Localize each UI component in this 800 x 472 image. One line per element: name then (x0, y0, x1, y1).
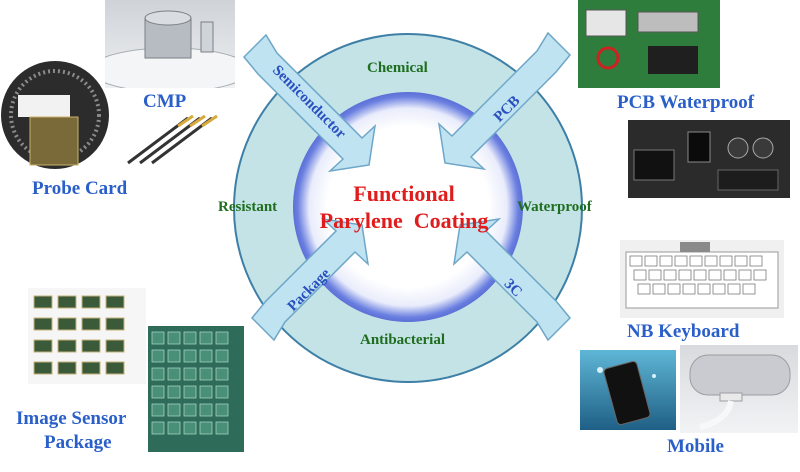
caption-image-sensor-line1: Image Sensor (16, 408, 127, 429)
center-title: Functional Parylene Coating (300, 180, 508, 234)
keyboard-photo (620, 240, 784, 318)
keyboard-illustration (625, 242, 779, 309)
probe-needles-illustration (127, 114, 218, 165)
caption-probe-card: Probe Card (32, 178, 128, 199)
phone-cable-illustration (689, 354, 791, 430)
arrow-3c (452, 217, 572, 342)
probe-card-illustration (1, 61, 109, 169)
center-title-line2: Parylene Coating (319, 208, 489, 233)
pcb-board-illustration (585, 9, 699, 74)
caption-cmp: CMP (143, 91, 187, 112)
sensor-tray-illustration (151, 331, 229, 435)
image-sensor-photo-1 (28, 288, 146, 384)
arrow-semiconductor (242, 33, 377, 173)
probe-needles-photo (118, 108, 230, 168)
caption-nb-keyboard: NB Keyboard (627, 321, 740, 342)
cmp-machine-illustration (105, 10, 235, 88)
property-resistant: Resistant (218, 199, 278, 215)
caption-pcb-waterproof: PCB Waterproof (617, 92, 755, 113)
property-antibacterial: Antibacterial (360, 332, 445, 348)
property-chemical: Chemical (367, 60, 428, 76)
pcb-closeup-photo (628, 120, 790, 198)
mobile-water-photo (580, 350, 676, 430)
image-sensor-photo-2 (148, 326, 244, 452)
caption-mobile: Mobile (667, 436, 724, 457)
center-title-line1: Functional (353, 181, 455, 206)
mobile-cable-photo (680, 345, 798, 433)
caption-image-sensor-line2: Package (44, 432, 112, 453)
cmp-photo (105, 0, 235, 88)
arrow-package (250, 217, 370, 342)
phone-underwater-illustration (597, 360, 656, 426)
property-waterproof: Waterproof (517, 199, 592, 215)
arrow-pcb (437, 31, 572, 171)
pcb-board-photo (578, 0, 720, 88)
pcb-closeup-illustration (633, 131, 779, 191)
sensor-chips-illustration (33, 295, 125, 375)
probe-card-photo (0, 55, 112, 175)
